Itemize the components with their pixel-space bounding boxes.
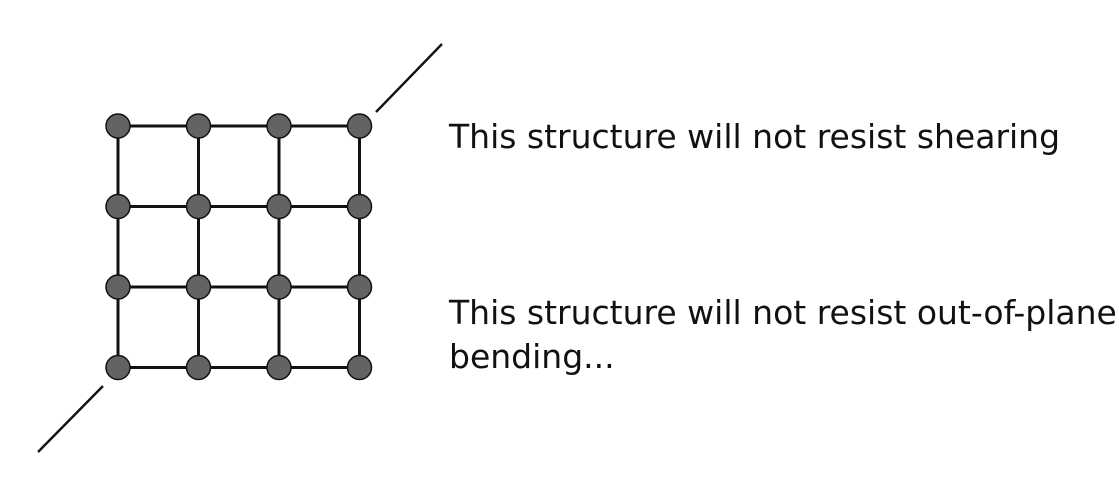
node-r1-c2 [185,113,212,139]
node-r3-c4 [346,274,373,300]
node-r2-c2 [185,193,212,220]
caption-bending-line-2: bending... [449,337,615,376]
grid-members [116,124,361,369]
node-r4-c2 [185,354,212,381]
diagonal-line-top-right [375,43,443,113]
node-r3-c1 [105,274,131,300]
node-r3-c3 [266,274,292,300]
node-r1-c1 [105,113,131,139]
node-r4-c4 [346,354,373,381]
node-r2-c4 [346,193,373,220]
node-r2-c1 [105,193,131,220]
node-r4-c3 [266,354,292,381]
diagonal-line-bottom-left [37,385,104,453]
node-r1-c3 [266,113,292,139]
grid-nodes [105,113,373,381]
node-r3-c2 [185,274,212,300]
caption-bending-line-1: This structure will not resist out-of-pl… [449,293,1117,332]
node-r1-c4 [346,113,373,139]
caption-shearing: This structure will not resist shearing [449,117,1061,156]
node-r4-c1 [105,354,131,381]
node-r2-c3 [266,193,292,220]
